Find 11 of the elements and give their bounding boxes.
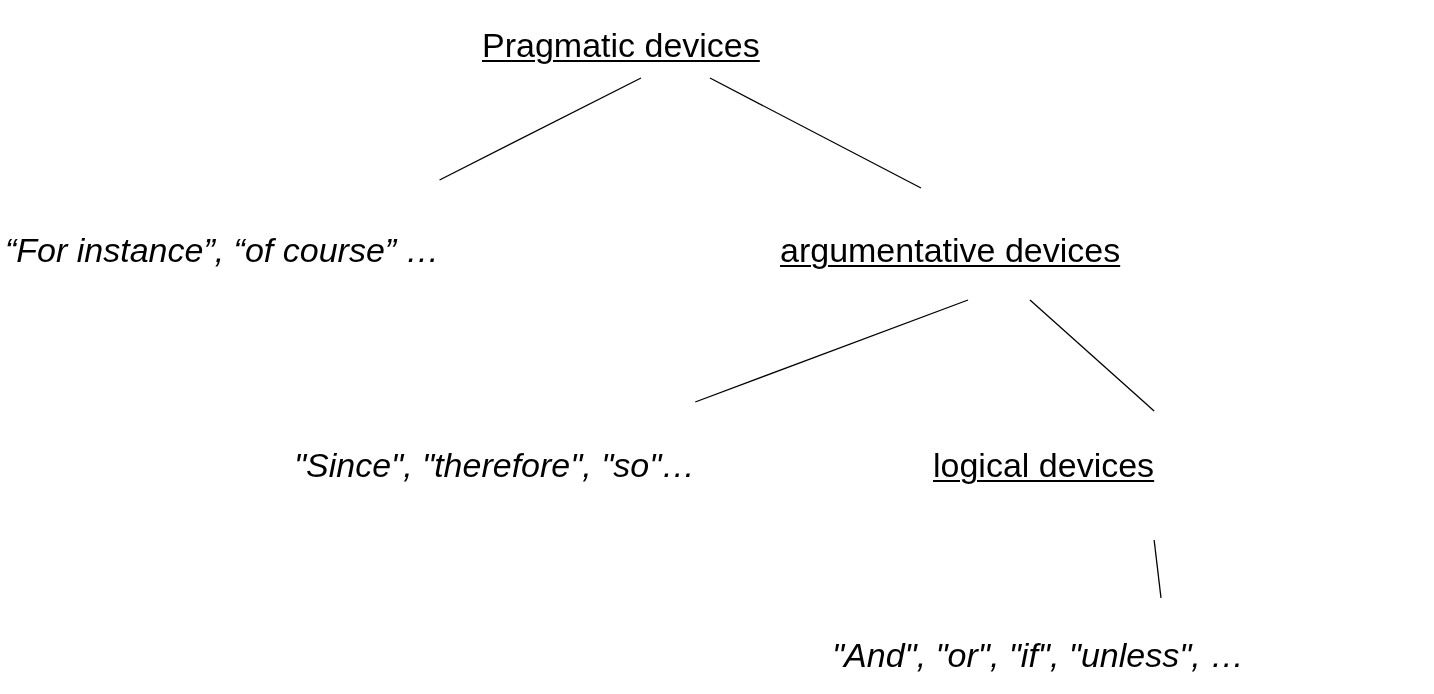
- category-label: Pragmatic devices: [482, 25, 760, 65]
- connector-line: [438, 77, 642, 181]
- connector-line: [709, 77, 922, 189]
- example-phrases: “For instance”, “of course” …: [5, 230, 440, 270]
- connector-line: [694, 299, 969, 403]
- example-phrases: "Since", "therefore", "so"…: [294, 445, 696, 485]
- example-phrases: "And", "or", "if", "unless", …: [832, 635, 1245, 675]
- connector-line: [1029, 299, 1155, 412]
- category-label: logical devices: [933, 445, 1155, 485]
- connector-line: [1153, 539, 1162, 599]
- category-label: argumentative devices: [780, 230, 1121, 270]
